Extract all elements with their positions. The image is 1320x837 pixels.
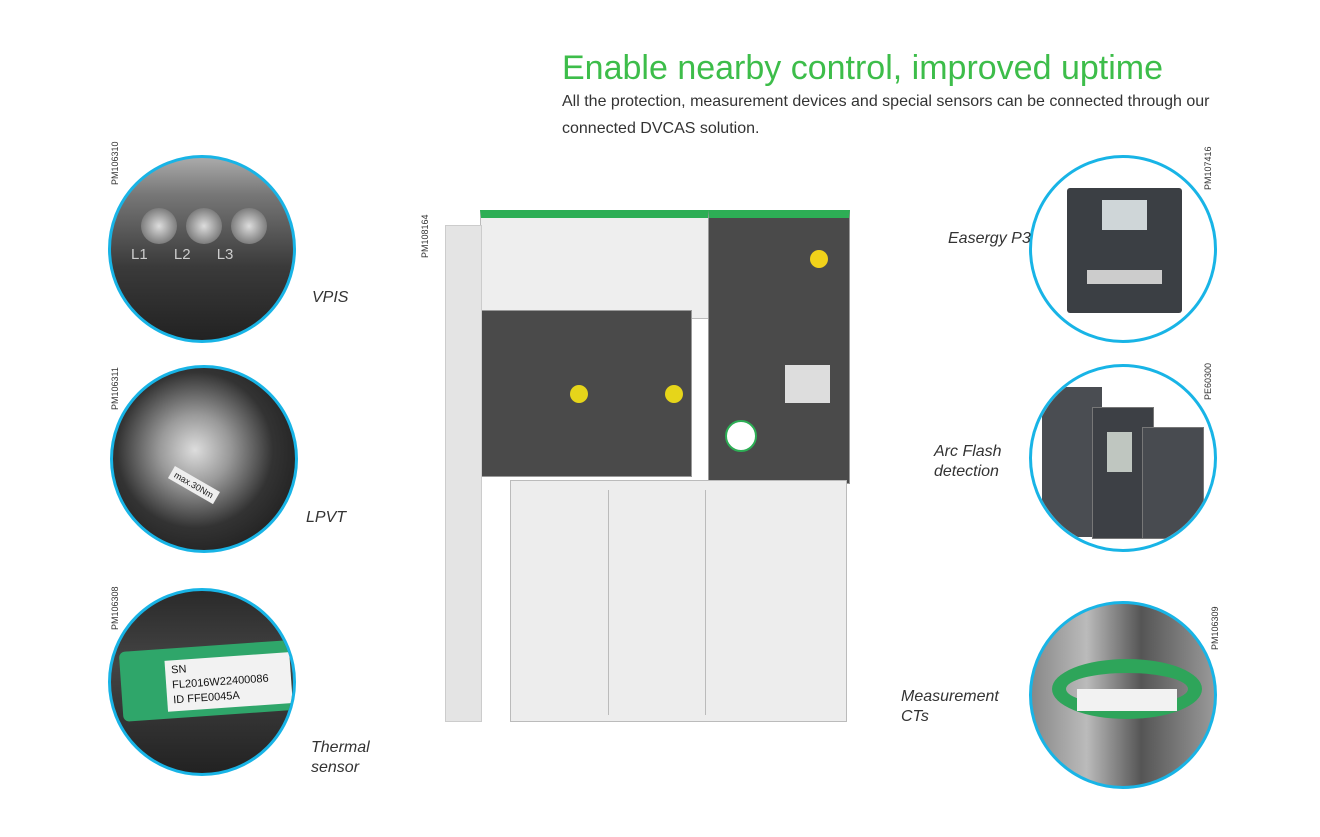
easergy-p3-photo <box>1029 155 1217 343</box>
caption-lpvt: LPVT <box>306 509 347 526</box>
caption-easergy-p3: Easergy P3 <box>948 230 1031 247</box>
caption-arc-flash: Arc Flash detection <box>934 443 1002 480</box>
switchgear-illustration <box>440 205 850 730</box>
image-ref: PM106308 <box>110 586 120 630</box>
measurement-ct-photo <box>1029 601 1217 789</box>
caption-thermal-sensor: Thermal sensor <box>311 739 370 776</box>
lpvt-photo: max.30Nm <box>110 365 298 553</box>
intro-text: All the protection, measurement devices … <box>562 93 1210 137</box>
arc-flash-relays-photo <box>1029 364 1217 552</box>
torque-label: max.30Nm <box>167 466 220 504</box>
phase-labels: L1 L2 L3 <box>131 246 234 263</box>
vpis-photo: L1 L2 L3 <box>108 155 296 343</box>
image-ref: PM107416 <box>1203 146 1213 190</box>
caption-measurement-cts: Measurement CTs <box>901 688 999 725</box>
image-ref: PM106310 <box>110 141 120 185</box>
image-ref: PM106309 <box>1210 606 1220 650</box>
image-ref: PM106311 <box>110 367 120 410</box>
thermal-sensor-photo: SN FL2016W22400086 ID FFE0045A <box>108 588 296 776</box>
image-ref: PM108164 <box>420 214 430 258</box>
page-title: Enable nearby control, improved uptime <box>562 48 1163 87</box>
caption-vpis: VPIS <box>312 289 349 306</box>
image-ref: PE60300 <box>1203 362 1213 400</box>
